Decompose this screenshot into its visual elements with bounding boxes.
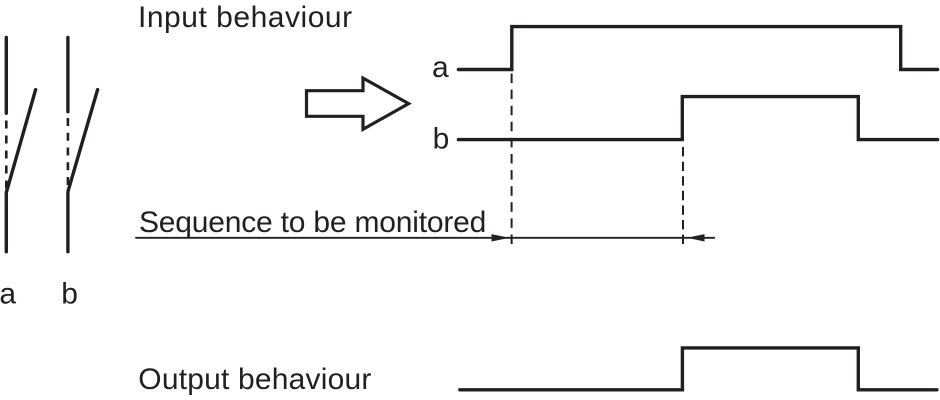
svg-text:Sequence to be monitored: Sequence to be monitored bbox=[139, 206, 486, 239]
svg-text:b: b bbox=[61, 278, 78, 311]
svg-text:a: a bbox=[0, 278, 16, 311]
svg-text:Input behaviour: Input behaviour bbox=[138, 1, 353, 34]
svg-text:Output behaviour: Output behaviour bbox=[138, 363, 371, 396]
svg-text:b: b bbox=[433, 122, 450, 155]
svg-text:a: a bbox=[432, 51, 449, 84]
